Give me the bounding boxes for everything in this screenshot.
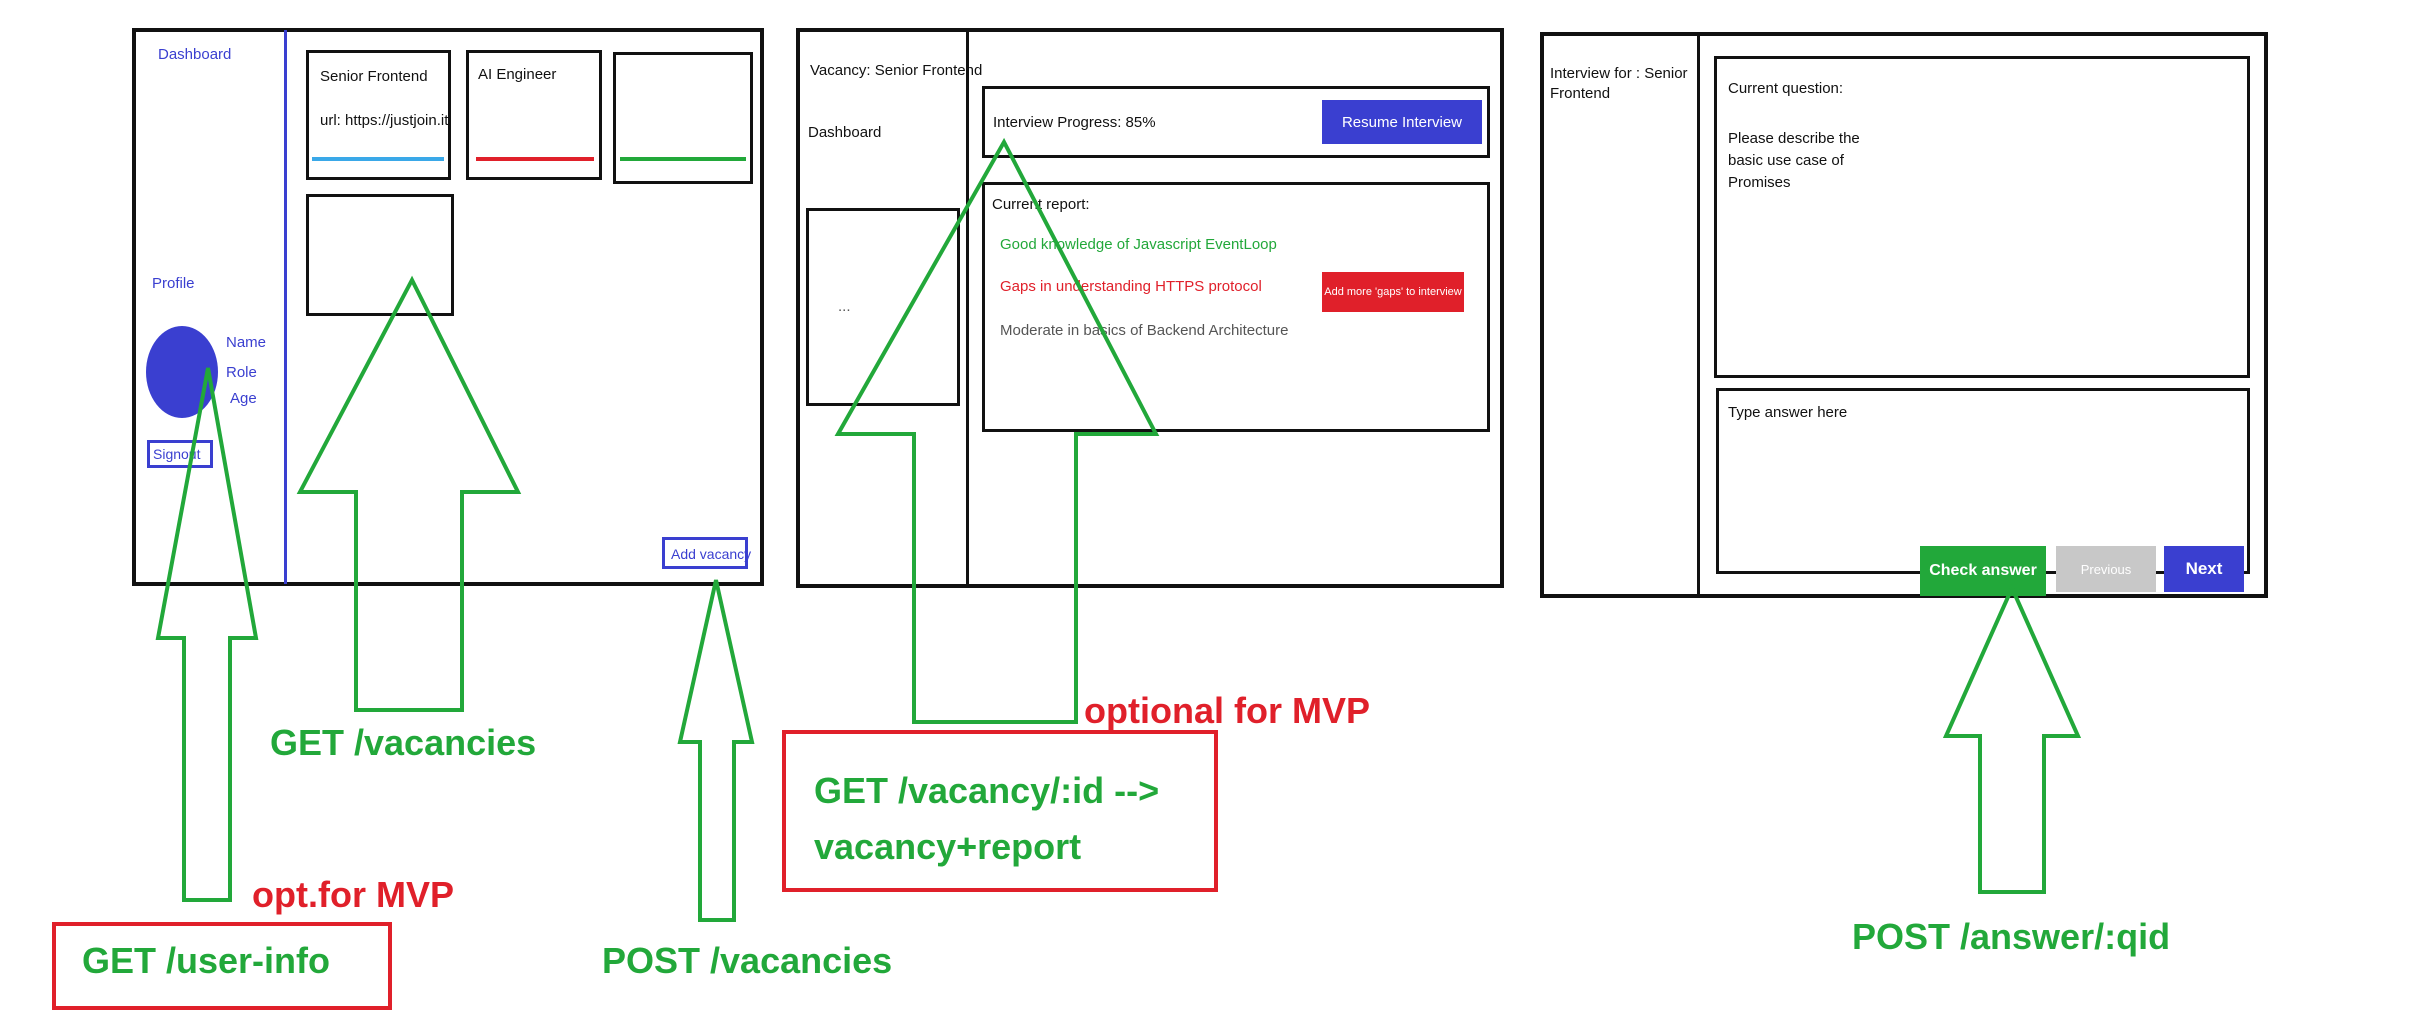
label-get-vacancy-line1: GET /vacancy/:id -->	[814, 770, 1160, 811]
vacancy-card-title: Senior Frontend	[320, 68, 428, 85]
profile-name: Name	[226, 334, 267, 351]
vacancy-card[interactable]	[306, 194, 454, 316]
label-post-answer: POST /answer/:qid	[1852, 916, 2171, 957]
answer-input[interactable]	[1716, 388, 2250, 574]
vacancy-card-url: url: https://justjoin.it	[320, 112, 449, 129]
report-title: Current report:	[992, 196, 1090, 213]
signout-button[interactable]: Signout	[147, 440, 213, 468]
user-info-endpoint-box	[52, 922, 392, 1010]
interview-progress: Interview Progress: 85%	[993, 114, 1156, 131]
arrow-post-answer	[1942, 583, 2082, 894]
vacancy-side-placeholder: ...	[838, 298, 851, 315]
label-optional-mvp: optional for MVP	[1084, 690, 1370, 731]
vacancy-sidebar-divider	[966, 30, 969, 586]
dashboard-sidebar-divider	[284, 30, 287, 584]
add-vacancy-button[interactable]: Add vacancy	[662, 537, 752, 569]
arrow-post-vacancies	[677, 579, 755, 922]
question-text: Please describe the basic use case of Pr…	[1728, 130, 1860, 191]
interview-title: Interview for : Senior Frontend	[1550, 65, 1688, 102]
label-get-user-info: GET /user-info	[82, 940, 331, 981]
signout-label: Signout	[153, 446, 201, 462]
vacancy-card[interactable]	[613, 52, 753, 184]
resume-interview-button[interactable]: Resume Interview	[1322, 100, 1482, 144]
add-gaps-button[interactable]: Add more 'gaps' to interview	[1322, 272, 1464, 312]
profile-age: Age	[230, 390, 257, 407]
question-label: Current question:	[1728, 80, 1844, 97]
report-item-gap: Gaps in understanding HTTPS protocol	[1000, 278, 1262, 295]
sidebar-item-profile[interactable]: Profile	[152, 275, 195, 292]
label-get-vacancy-line2: vacancy+report	[814, 826, 1082, 867]
vacancy-card-progress	[312, 157, 444, 161]
label-post-vacancies: POST /vacancies	[602, 940, 893, 981]
previous-button[interactable]: Previous	[2056, 546, 2156, 592]
vacancy-endpoint-box	[782, 730, 1218, 892]
report-item-good: Good knowledge of Javascript EventLoop	[1000, 236, 1277, 253]
interview-sidebar-divider	[1697, 34, 1700, 596]
avatar	[146, 326, 218, 418]
vacancy-side-panel	[806, 208, 960, 406]
profile-role: Role	[226, 364, 257, 381]
answer-placeholder: Type answer here	[1728, 404, 1848, 421]
label-opt-mvp: opt.for MVP	[252, 874, 454, 915]
vacancy-card-progress	[620, 157, 746, 161]
add-vacancy-label: Add vacancy	[671, 546, 752, 562]
vacancy-title: Vacancy: Senior Frontend	[810, 62, 983, 79]
sidebar-item-dashboard[interactable]: Dashboard	[808, 124, 882, 141]
next-button[interactable]: Next	[2164, 546, 2244, 592]
label-get-vacancies: GET /vacancies	[270, 722, 537, 763]
report-item-moderate: Moderate in basics of Backend Architectu…	[1000, 322, 1289, 339]
check-answer-button[interactable]: Check answer	[1920, 546, 2046, 596]
sidebar-item-dashboard[interactable]: Dashboard	[158, 46, 232, 63]
vacancy-card-title: AI Engineer	[478, 66, 557, 83]
vacancy-card-progress	[476, 157, 594, 161]
question-panel	[1714, 56, 2250, 378]
